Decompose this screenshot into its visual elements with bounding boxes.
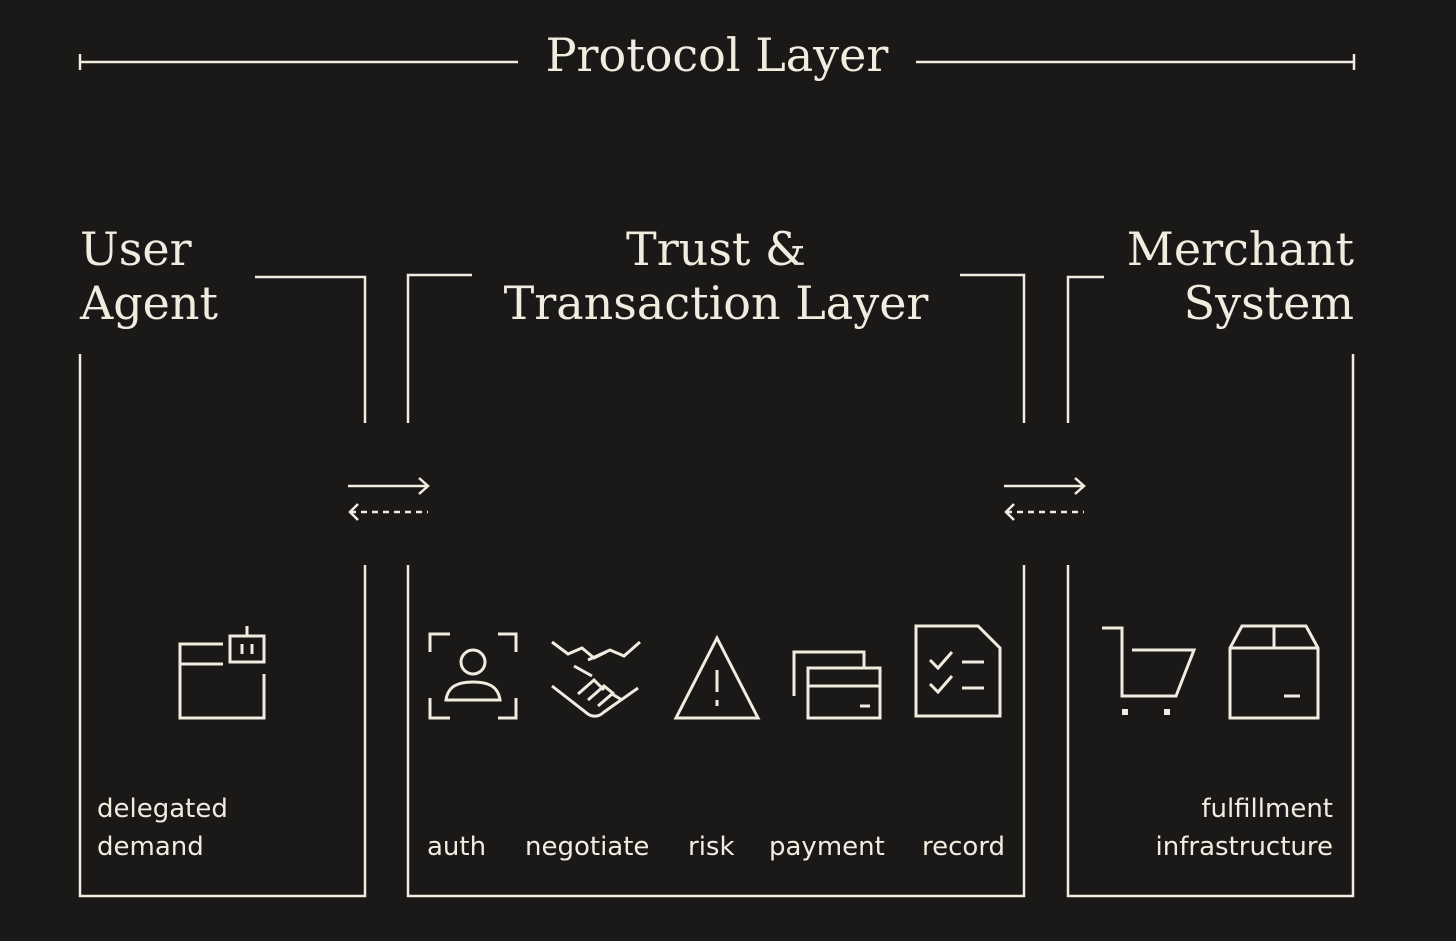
merchant-title: Merchant System bbox=[1126, 222, 1354, 330]
step-label-record: record bbox=[922, 832, 1006, 862]
trust-layer-frame bbox=[406, 273, 1026, 898]
protocol-layer-title: Protocol Layer bbox=[545, 28, 889, 82]
face-scan-icon bbox=[428, 632, 518, 720]
handshake-icon bbox=[551, 640, 641, 718]
connector-arrows-left bbox=[348, 477, 430, 521]
step-label-auth: auth bbox=[427, 832, 487, 862]
connector-arrows-right bbox=[1004, 477, 1086, 521]
trust-layer-title: Trust & Transaction Layer bbox=[503, 222, 929, 330]
user-agent-title: User Agent bbox=[80, 222, 218, 330]
warning-triangle-icon bbox=[673, 634, 761, 720]
merchant-frame bbox=[1066, 275, 1355, 898]
step-label-payment: payment bbox=[769, 832, 885, 862]
step-label-negotiate: negotiate bbox=[525, 832, 650, 862]
checklist-document-icon bbox=[914, 624, 1002, 718]
protocol-bracket bbox=[78, 54, 1356, 70]
merchant-caption: fulfillment infrastructure bbox=[1155, 794, 1333, 862]
user-agent-caption: delegated demand bbox=[97, 794, 228, 862]
credit-cards-icon bbox=[792, 650, 882, 720]
window-with-bot-icon bbox=[178, 626, 266, 720]
shopping-cart-icon bbox=[1102, 626, 1197, 715]
user-agent-frame bbox=[78, 275, 367, 898]
box-icon bbox=[1228, 624, 1320, 720]
step-label-risk: risk bbox=[688, 832, 735, 862]
